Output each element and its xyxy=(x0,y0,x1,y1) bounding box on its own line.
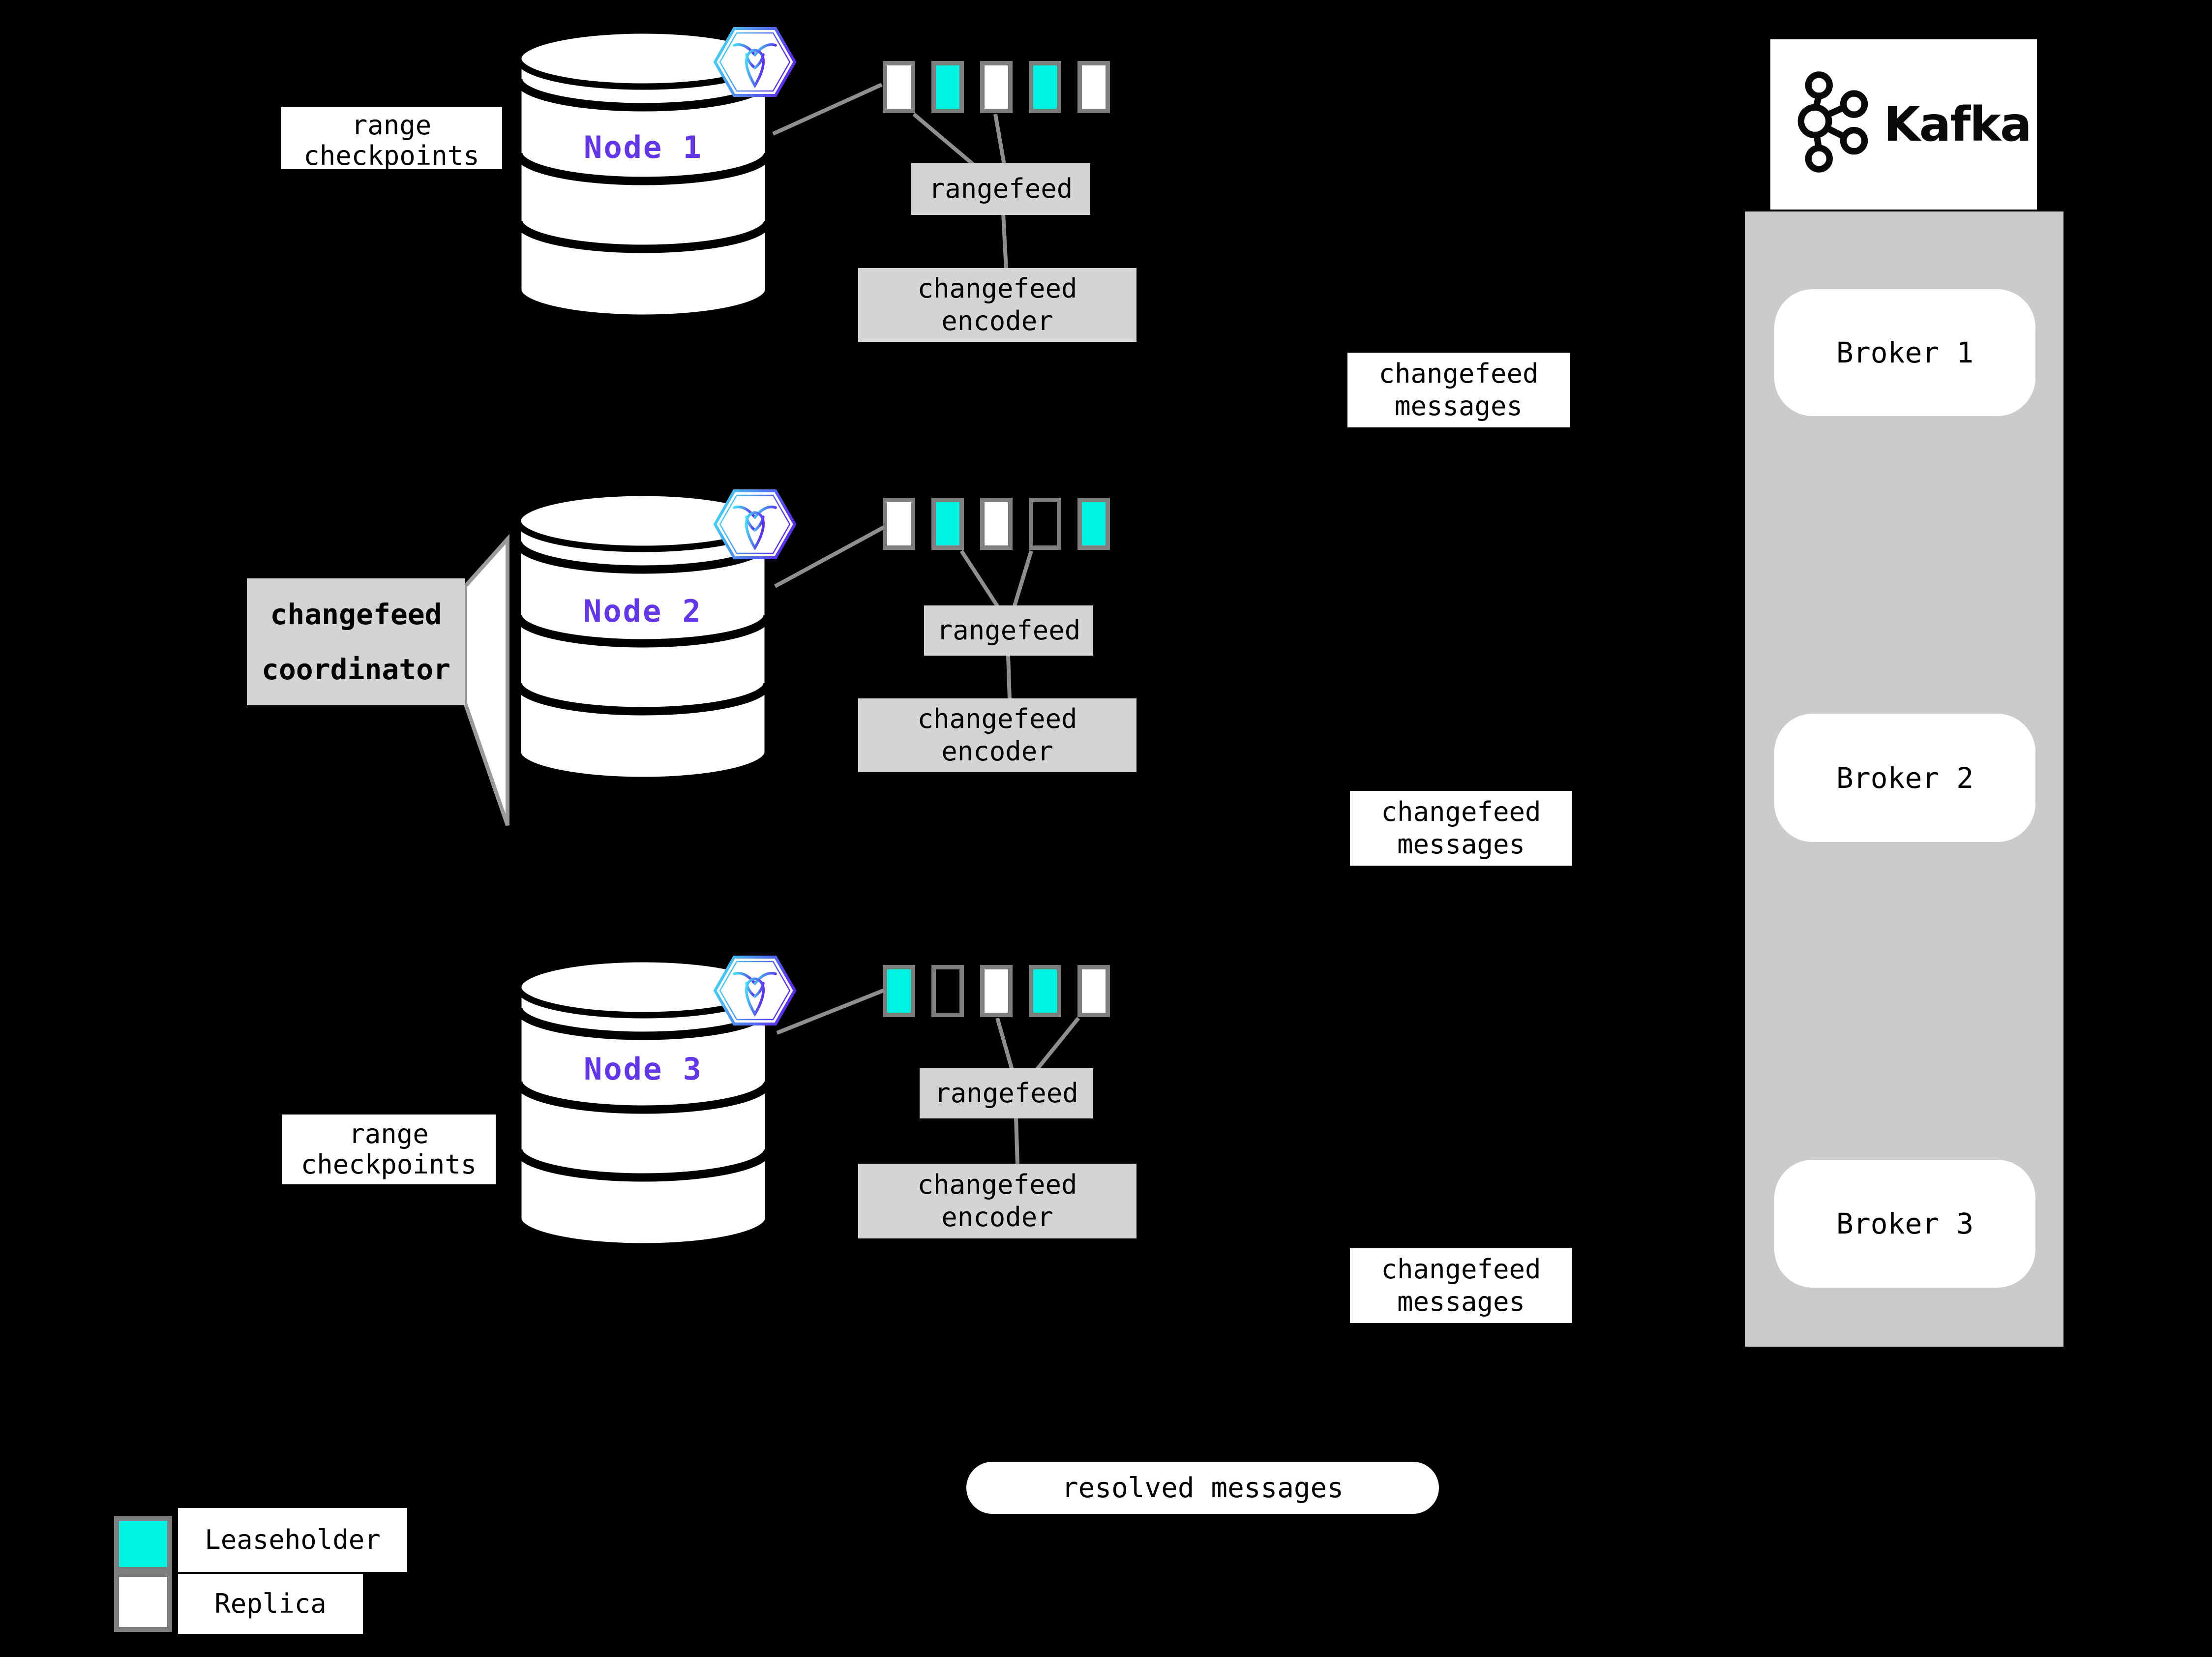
messages-line2: messages xyxy=(1397,1286,1525,1317)
broker-label: Broker 2 xyxy=(1836,761,1974,795)
range-square xyxy=(883,498,915,550)
messages-line2: messages xyxy=(1397,829,1525,860)
legend-replica-label: Replica xyxy=(178,1574,363,1634)
range-square xyxy=(980,498,1013,550)
checkpoints-line2: checkpoints xyxy=(303,140,479,170)
kafka-logo-icon xyxy=(1797,71,1868,173)
range-square xyxy=(1029,61,1061,113)
legend-replica-swatch xyxy=(114,1572,172,1632)
cockroachdb-logo-icon xyxy=(713,489,797,559)
node-1-title: Node 1 xyxy=(584,129,703,165)
changefeed-encoder-box: changefeed encoder xyxy=(858,1164,1136,1238)
messages-line1: changefeed xyxy=(1381,796,1541,827)
messages-line1: changefeed xyxy=(1381,1254,1541,1285)
messages-line1: changefeed xyxy=(1378,358,1539,389)
messages-line2: messages xyxy=(1394,391,1523,422)
range-square xyxy=(931,965,964,1017)
broker-box: Broker 3 xyxy=(1774,1160,2035,1288)
range-square xyxy=(931,498,964,550)
broker-label: Broker 1 xyxy=(1836,336,1974,369)
range-square xyxy=(1077,498,1110,550)
legend-leaseholder-swatch xyxy=(114,1516,172,1572)
range-square xyxy=(1029,965,1061,1017)
kafka-brand: Kafka xyxy=(1883,97,2032,152)
changefeed-messages-label: changefeed messages xyxy=(1347,353,1570,427)
coordinator-pointer xyxy=(463,534,509,826)
range-square xyxy=(883,965,915,1017)
node-3-title: Node 3 xyxy=(584,1051,703,1087)
cockroachdb-logo-icon xyxy=(713,956,797,1025)
rangefeed-label: rangefeed xyxy=(928,173,1073,204)
node-2-title: Node 2 xyxy=(583,593,702,629)
node-2-range-row xyxy=(883,498,1110,550)
range-square xyxy=(1029,498,1061,550)
range-square xyxy=(980,61,1013,113)
encoder-label-line2: encoder xyxy=(941,1202,1053,1233)
kafka-logo-card: Kafka xyxy=(1770,39,2037,210)
replica-text: Replica xyxy=(214,1588,327,1619)
encoder-label-line1: changefeed xyxy=(917,703,1077,734)
legend-leaseholder-label: Leaseholder xyxy=(178,1508,407,1572)
resolved-messages-pill: resolved messages xyxy=(966,1462,1439,1514)
changefeed-messages-label: changefeed messages xyxy=(1350,791,1572,866)
rangefeed-box: rangefeed xyxy=(924,605,1093,656)
broker-label: Broker 3 xyxy=(1836,1207,1974,1240)
broker-panel: Broker 1 Broker 2 Broker 3 xyxy=(1745,211,2063,1347)
checkpoints-line1: range xyxy=(349,1118,429,1149)
range-square xyxy=(1077,61,1110,113)
changefeed-coordinator-label: changefeed coordinator xyxy=(247,578,465,705)
changefeed-encoder-box: changefeed encoder xyxy=(858,268,1136,342)
resolved-messages-label: resolved messages xyxy=(1061,1472,1344,1504)
encoder-label-line1: changefeed xyxy=(917,1169,1077,1200)
rangefeed-box: rangefeed xyxy=(911,163,1090,215)
range-checkpoints-label: range checkpoints xyxy=(281,107,502,169)
leaseholder-text: Leaseholder xyxy=(205,1524,381,1555)
checkpoints-line2: checkpoints xyxy=(300,1149,477,1180)
broker-box: Broker 1 xyxy=(1774,289,2035,416)
rangefeed-label: rangefeed xyxy=(936,615,1081,646)
rangefeed-box: rangefeed xyxy=(920,1068,1093,1118)
changefeed-encoder-box: changefeed encoder xyxy=(858,698,1136,772)
range-square xyxy=(883,61,915,113)
range-square xyxy=(1077,965,1110,1017)
range-checkpoints-label: range checkpoints xyxy=(282,1115,496,1184)
coordinator-line2: coordinator xyxy=(261,653,451,686)
range-square xyxy=(980,965,1013,1017)
checkpoints-line1: range xyxy=(351,110,432,141)
encoder-label-line2: encoder xyxy=(941,736,1053,767)
changefeed-messages-label: changefeed messages xyxy=(1350,1248,1572,1323)
node-1-range-row xyxy=(883,61,1110,113)
node-3-range-row xyxy=(883,965,1110,1017)
encoder-label-line1: changefeed xyxy=(917,273,1077,304)
cockroachdb-logo-icon xyxy=(713,27,797,97)
encoder-label-line2: encoder xyxy=(941,305,1053,336)
range-square xyxy=(931,61,964,113)
rangefeed-label: rangefeed xyxy=(934,1078,1078,1109)
broker-box: Broker 2 xyxy=(1774,714,2035,842)
coordinator-line1: changefeed xyxy=(270,598,442,631)
